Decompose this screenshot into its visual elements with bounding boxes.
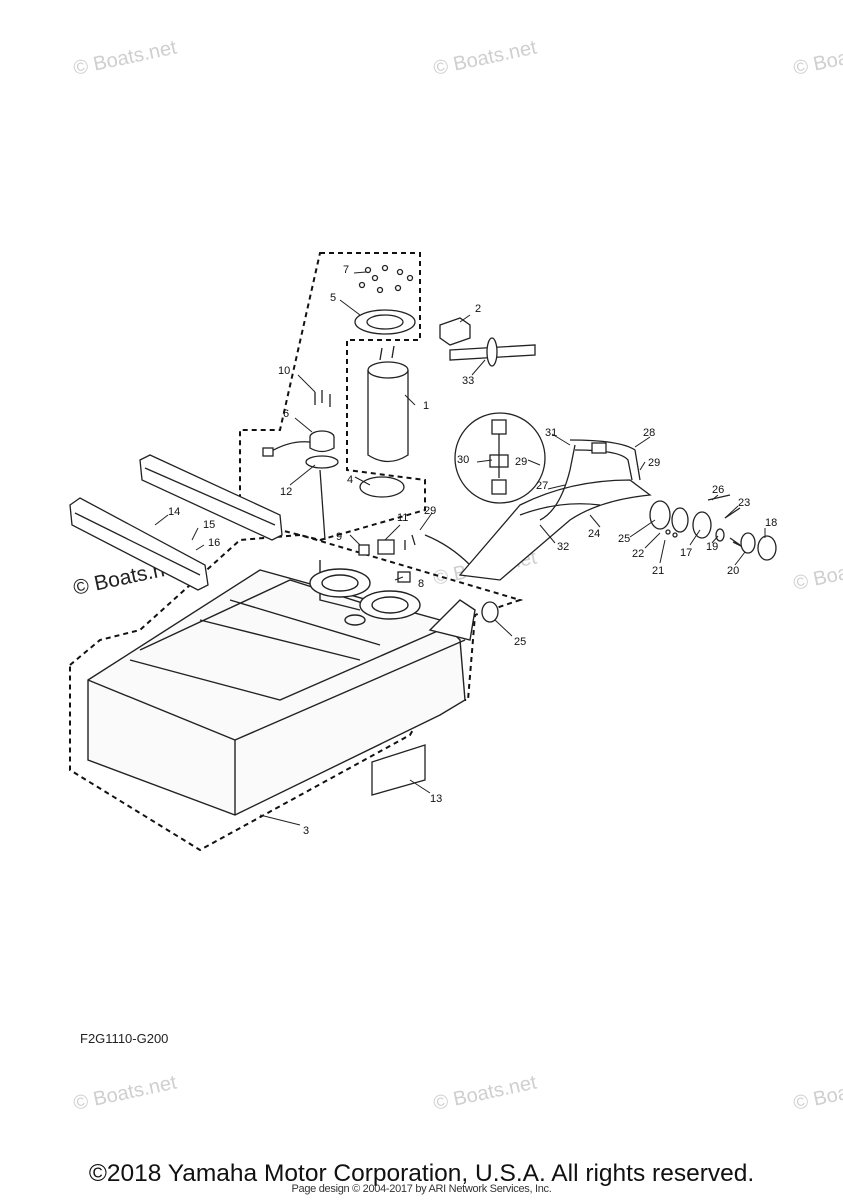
o-ring — [359, 476, 405, 498]
callout-23: 23 — [738, 497, 750, 509]
callout-26: 26 — [712, 484, 724, 496]
callout-10: 10 — [278, 365, 290, 377]
callout-labels: 1 2 3 4 5 6 7 8 9 10 11 12 13 14 15 16 1… — [168, 264, 777, 837]
label-plate — [371, 744, 426, 796]
callout-17: 17 — [680, 547, 692, 559]
callout-9: 9 — [336, 531, 342, 543]
callout-24: 24 — [588, 528, 600, 540]
copyright-notice: ©2018 Yamaha Motor Corporation, U.S.A. A… — [88, 1160, 755, 1187]
fuel-pump — [367, 345, 409, 463]
diagram-code: F2G1110-G200 — [80, 1031, 169, 1046]
callout-31: 31 — [545, 427, 557, 439]
bolts — [314, 390, 331, 407]
page-design-credit: Page design © 2004-2017 by ARI Network S… — [291, 1183, 552, 1195]
callout-22: 22 — [632, 548, 644, 560]
callout-19: 19 — [706, 541, 718, 553]
gasket-and-screws — [354, 264, 416, 335]
callout-14: 14 — [168, 506, 180, 518]
callout-8: 8 — [418, 578, 424, 590]
callout-2: 2 — [475, 303, 481, 315]
tank-group-outline — [239, 252, 426, 542]
tank-body-outline — [69, 533, 524, 852]
leader-lines — [154, 271, 766, 826]
tank-brackets — [69, 454, 283, 591]
callout-16: 16 — [208, 537, 220, 549]
fittings — [358, 534, 471, 583]
callout-6: 6 — [283, 408, 289, 420]
cap-hardware — [481, 494, 777, 623]
callout-4: 4 — [347, 474, 353, 486]
watermark: © Boats.net — [431, 1071, 539, 1114]
callout-7: 7 — [343, 264, 349, 276]
watermark: © Boats.net — [791, 551, 843, 594]
watermark: © Boats.net — [71, 36, 179, 79]
callout-13: 13 — [430, 793, 442, 805]
callout-18: 18 — [765, 517, 777, 529]
callout-15: 15 — [203, 519, 215, 531]
callout-5: 5 — [330, 292, 336, 304]
callout-20: 20 — [727, 565, 739, 577]
filler-assembly — [458, 439, 652, 581]
callout-32: 32 — [557, 541, 569, 553]
callout-12: 12 — [280, 486, 292, 498]
clamp-and-hose — [439, 317, 536, 367]
callout-29c: 29 — [424, 505, 436, 517]
fuel-sender — [262, 430, 339, 541]
callout-25: 25 — [618, 533, 630, 545]
watermark: © Boats.net — [791, 1071, 843, 1114]
callout-29b: 29 — [648, 457, 660, 469]
callout-25b: 25 — [514, 636, 526, 648]
detail-view — [454, 412, 546, 504]
callout-27: 27 — [536, 480, 548, 492]
callout-33: 33 — [462, 375, 474, 387]
watermark: © Boats.net — [431, 36, 539, 79]
callout-21: 21 — [652, 565, 664, 577]
watermark: © Boats.net — [791, 36, 843, 79]
callout-11: 11 — [397, 512, 408, 524]
watermark: © Boats.net — [71, 1071, 179, 1114]
callout-29: 29 — [515, 456, 527, 468]
callout-30: 30 — [457, 454, 469, 466]
tank-openings — [309, 568, 476, 641]
callout-3: 3 — [303, 825, 309, 837]
callout-28: 28 — [643, 427, 655, 439]
callout-1: 1 — [423, 400, 429, 412]
